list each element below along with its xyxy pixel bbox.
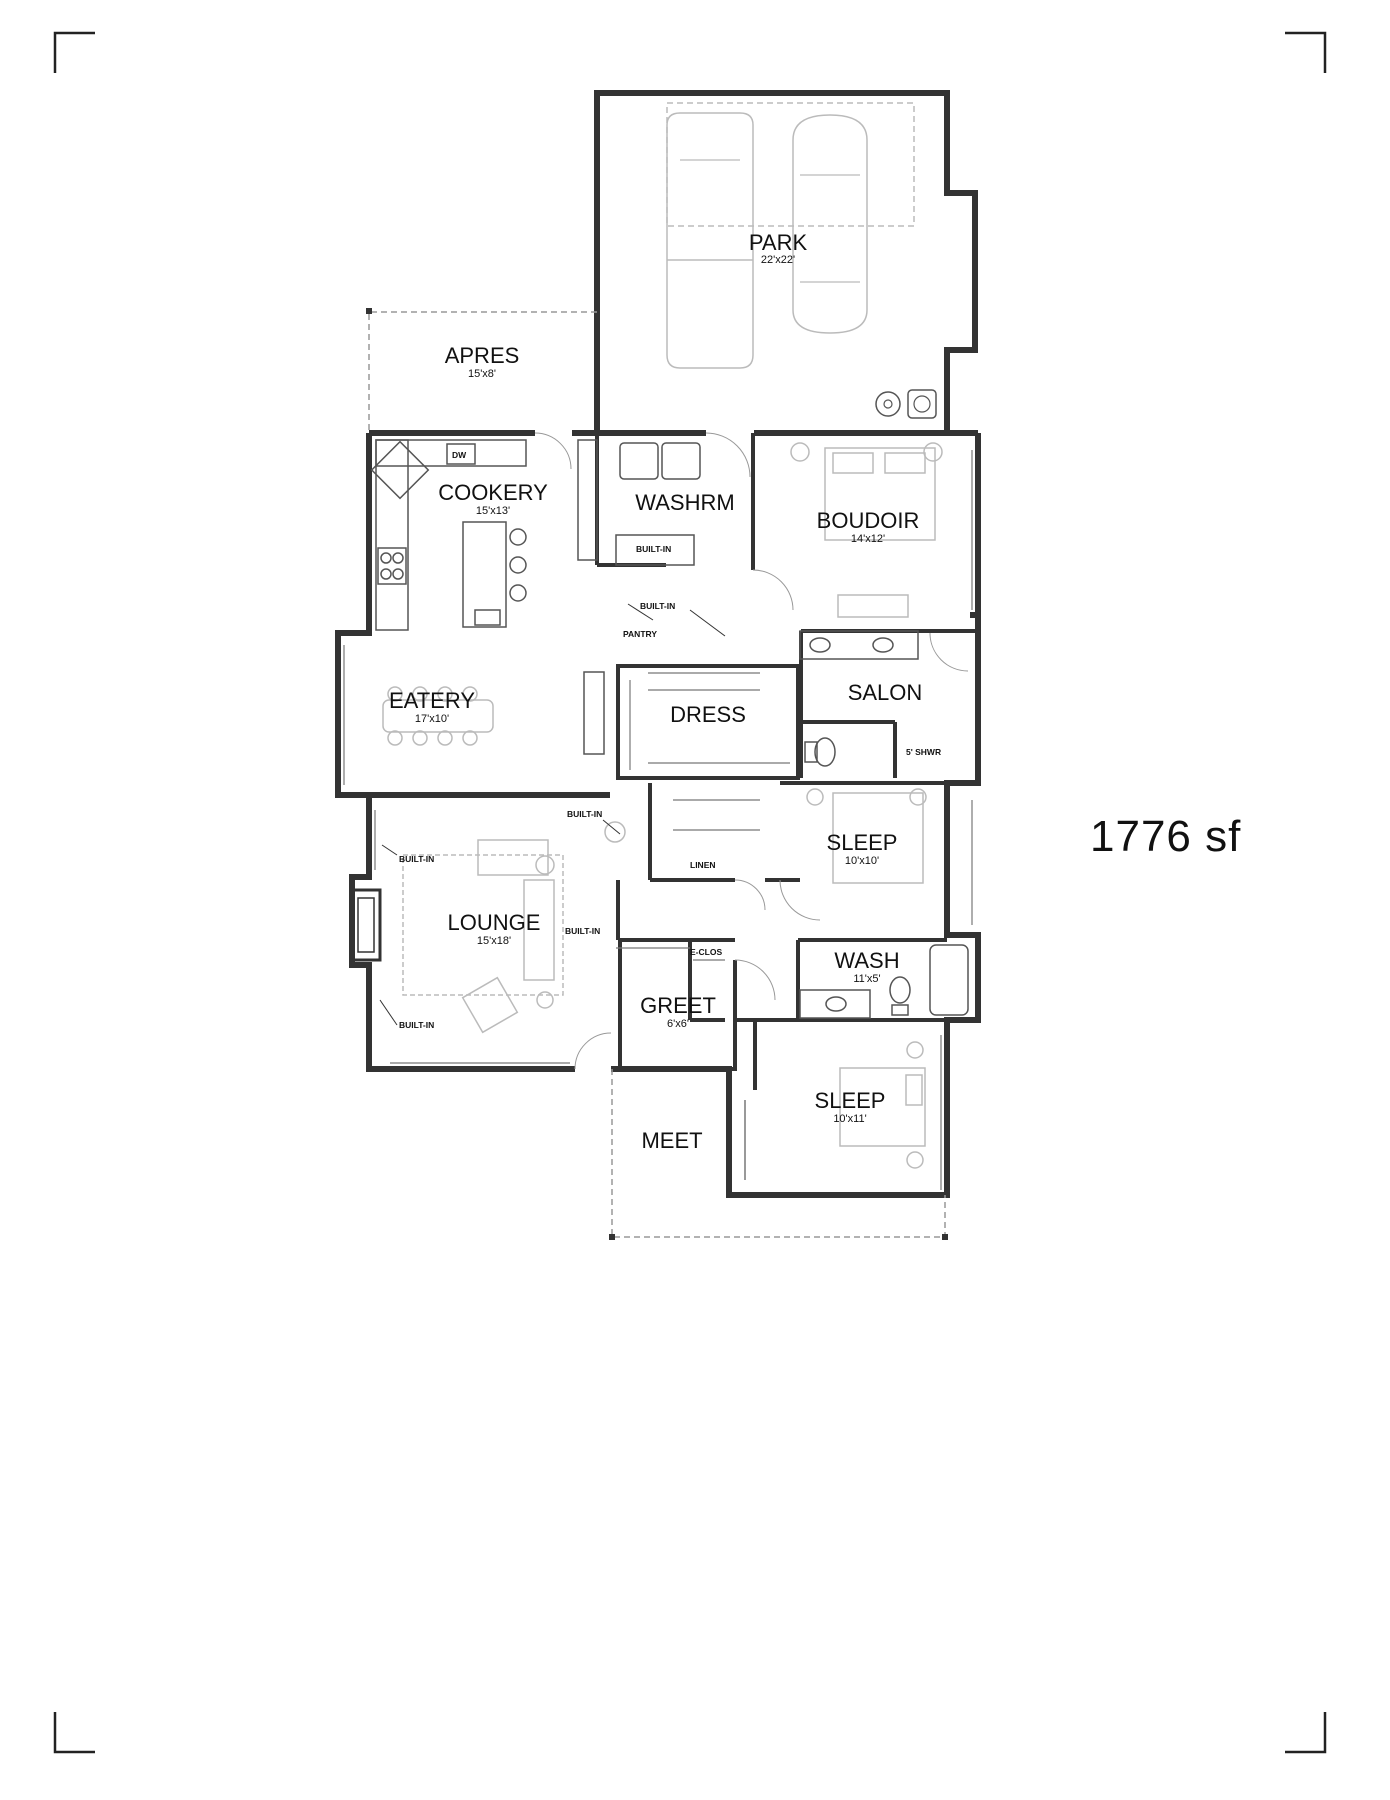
eatery-dim: 17'x10' <box>415 713 449 725</box>
pantry-tag: PANTRY <box>623 629 657 639</box>
builtin-tag-washrm: BUILT-IN <box>636 544 671 554</box>
apres-label: APRES <box>445 343 520 368</box>
sleep1-label: SLEEP <box>827 830 898 855</box>
sleep2-dim: 10'x11' <box>833 1113 866 1125</box>
eclos-tag: E-CLOS <box>690 947 722 957</box>
cookery-label: COOKERY <box>438 480 548 505</box>
builtin-tag-hall: BUILT-IN <box>640 601 675 611</box>
meet-label: MEET <box>641 1128 702 1153</box>
wash-fixtures <box>799 944 969 1019</box>
boudoir-label: BOUDOIR <box>817 508 920 533</box>
windows <box>343 450 973 1190</box>
dress-closet-rods <box>629 672 790 770</box>
lounge-label: LOUNGE <box>448 910 541 935</box>
builtin-tag-lounge-bottom: BUILT-IN <box>399 1020 434 1030</box>
builtin-tag-lounge-right: BUILT-IN <box>565 926 600 936</box>
cookery-fixtures <box>370 439 605 755</box>
meet-porch <box>609 1069 948 1240</box>
door-swings <box>534 432 969 1070</box>
eatery-table <box>382 686 494 746</box>
wash-label: WASH <box>834 948 899 973</box>
salon-label: SALON <box>848 680 923 705</box>
builtin-tag-lounge-top: BUILT-IN <box>567 809 602 819</box>
eatery-label: EATERY <box>389 688 475 713</box>
shower-tag: 5' SHWR <box>906 747 941 757</box>
lounge-dim: 15'x18' <box>477 935 511 947</box>
total-area: 1776 sf <box>1090 812 1242 861</box>
dress-label: DRESS <box>670 702 746 727</box>
salon-fixtures <box>799 630 919 767</box>
room-labels: PARK 22'x22' APRES 15'x8' COOKERY 15'x13… <box>389 230 922 1153</box>
sleep1-dim: 10'x10' <box>845 855 879 867</box>
boudoir-dim: 14'x12' <box>851 533 885 545</box>
apres-dim: 15'x8' <box>468 368 496 380</box>
washrm-label: WASHRM <box>635 490 734 515</box>
fireplace <box>350 888 382 962</box>
lounge-furniture <box>402 821 626 1034</box>
park-label: PARK <box>749 230 808 255</box>
cookery-dim: 15'x13' <box>476 505 510 517</box>
crop-marks <box>53 31 1327 1754</box>
wash-dim: 11'x5' <box>853 973 880 985</box>
builtin-tag-lounge-left: BUILT-IN <box>399 854 434 864</box>
greet-label: GREET <box>640 993 716 1018</box>
boudoir-fixtures <box>790 442 943 618</box>
dw-tag: DW <box>452 450 467 460</box>
closets <box>616 799 760 961</box>
greet-dim: 6'x6' <box>667 1018 689 1030</box>
garage <box>594 90 978 433</box>
washrm-fixtures <box>577 439 701 566</box>
sleep2-label: SLEEP <box>815 1088 886 1113</box>
apres-porch <box>366 308 597 430</box>
tag-labels: DW BUILT-IN BUILT-IN PANTRY 5' SHWR BUIL… <box>399 450 941 1030</box>
park-dim: 22'x22' <box>761 254 795 266</box>
leader-lines <box>379 603 726 1026</box>
linen-tag: LINEN <box>690 860 716 870</box>
sleep2-bed <box>744 1041 926 1180</box>
sleep1-bed <box>806 788 927 884</box>
